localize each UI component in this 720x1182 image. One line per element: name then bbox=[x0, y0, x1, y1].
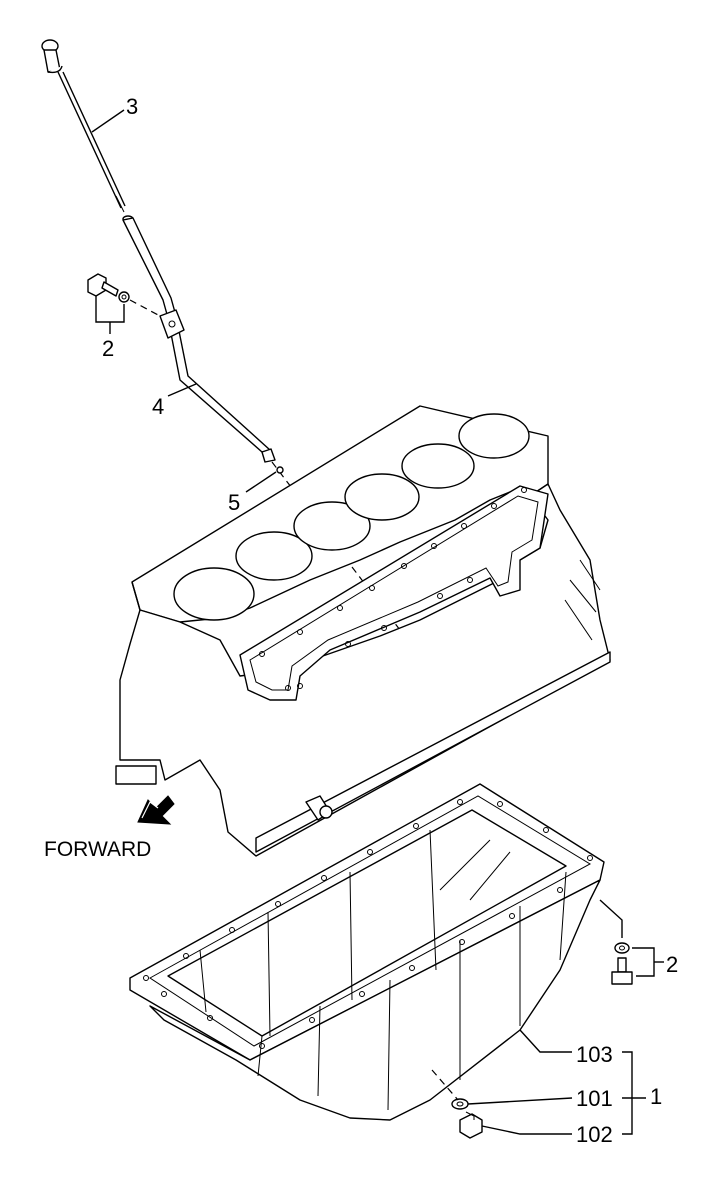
leader-lines bbox=[91, 109, 664, 1135]
drain-fitment-line bbox=[431, 1069, 459, 1101]
drain-washer bbox=[451, 1098, 469, 1110]
callout-3: 3 bbox=[126, 94, 138, 119]
dipstick-guide-tube bbox=[122, 215, 276, 463]
drain-plug bbox=[459, 1111, 483, 1139]
dipstick-part bbox=[41, 39, 126, 213]
bolt-washer-lower bbox=[611, 942, 633, 985]
forward-label: FORWARD bbox=[44, 838, 151, 861]
oil-pan bbox=[129, 783, 605, 1121]
callout-5: 5 bbox=[228, 490, 240, 515]
callout-1: 1 bbox=[650, 1084, 662, 1109]
callout-101: 101 bbox=[576, 1086, 613, 1111]
o-ring-part bbox=[276, 466, 284, 474]
callout-2-lower: 2 bbox=[666, 952, 678, 977]
pan-flange-bolt-holes bbox=[143, 799, 593, 1049]
callout-2-upper: 2 bbox=[102, 336, 114, 361]
gasket-bolt-holes bbox=[259, 487, 527, 691]
engine-block bbox=[115, 405, 611, 857]
callout-102: 102 bbox=[576, 1122, 613, 1147]
callout-4: 4 bbox=[152, 394, 164, 419]
callout-103: 103 bbox=[576, 1042, 613, 1067]
bolt-washer-upper bbox=[87, 273, 161, 317]
forward-arrow-icon bbox=[137, 795, 175, 825]
